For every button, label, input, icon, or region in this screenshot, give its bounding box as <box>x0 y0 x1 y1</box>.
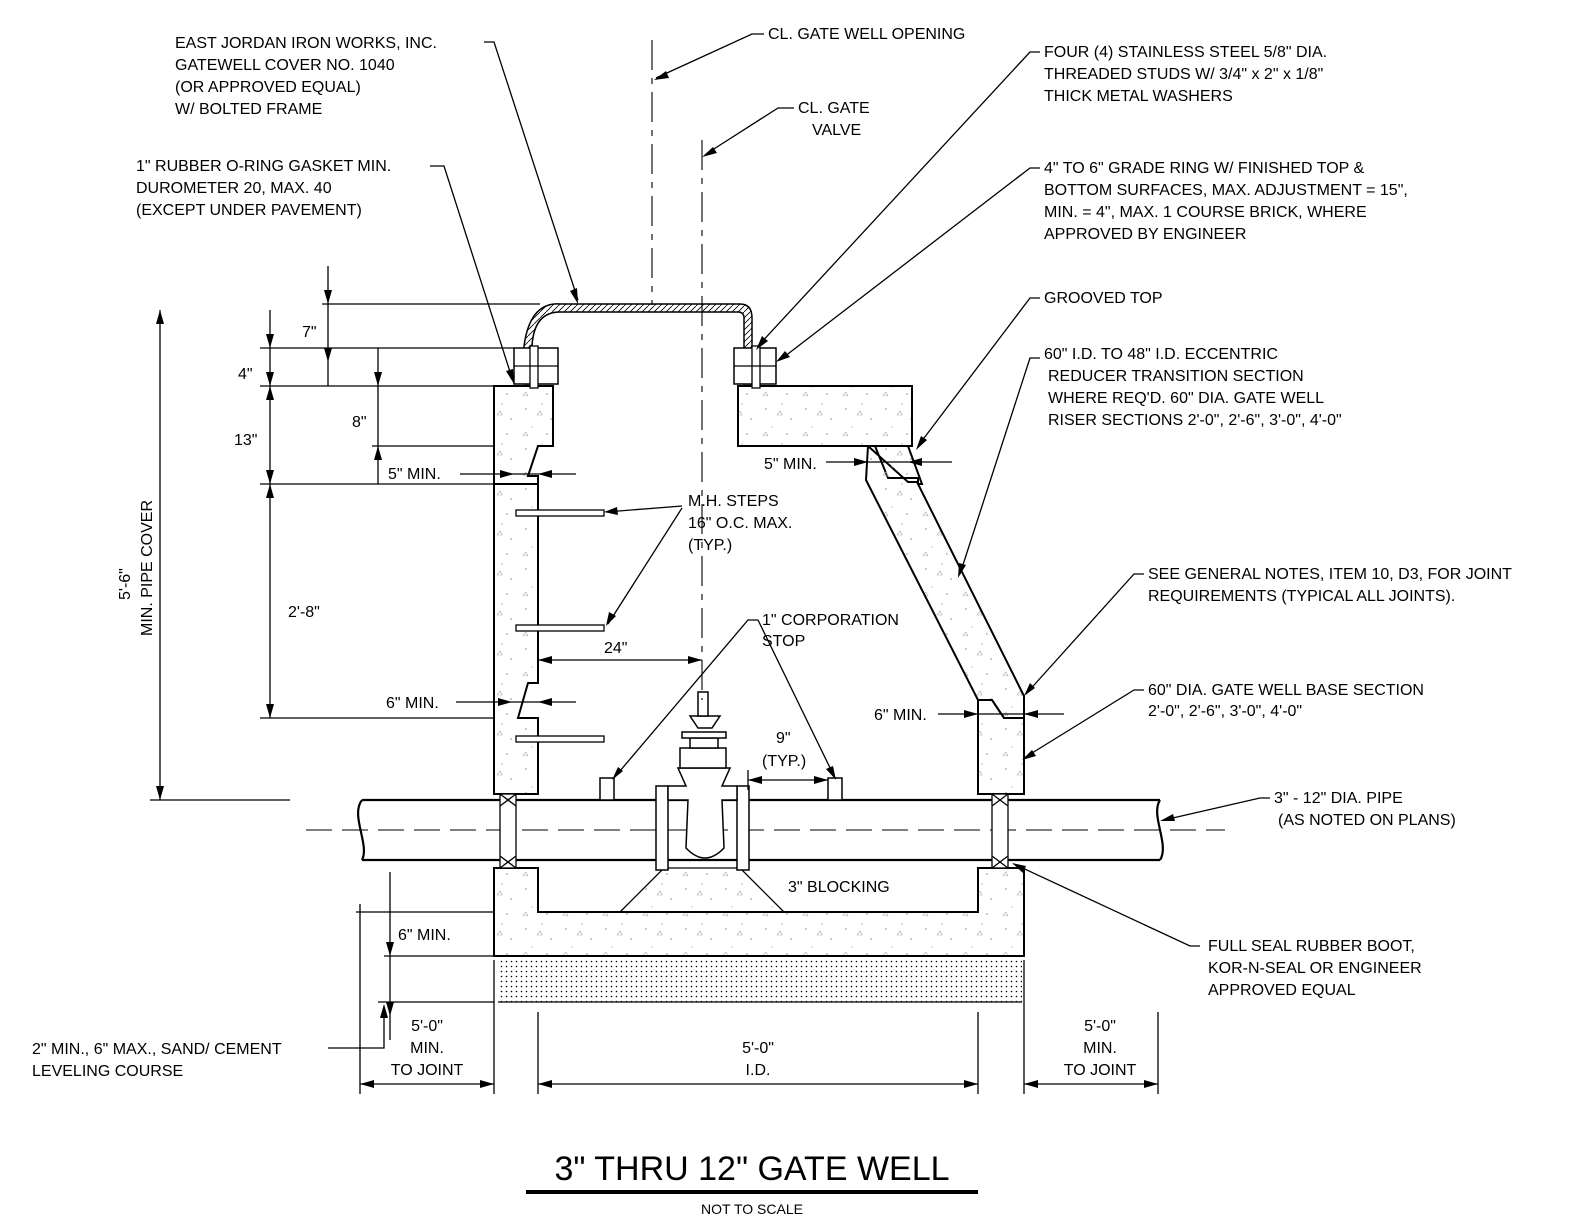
reducer-label-line-1: 60" I.D. TO 48" I.D. ECCENTRIC <box>1044 346 1278 363</box>
mh-steps <box>515 509 605 743</box>
dim-6-min-left: 6" MIN. <box>386 695 439 712</box>
reducer-label-line-4: RISER SECTIONS 2'-0", 2'-6", 3'-0", 4'-0… <box>1048 412 1342 429</box>
drawing-title: 3" THRU 12" GATE WELL <box>554 1150 949 1188</box>
grade-ring-label-line-1: 4" TO 6" GRADE RING W/ FINISHED TOP & <box>1044 160 1365 177</box>
dim-left-joint-line-3: TO JOINT <box>391 1062 464 1079</box>
boot-label-line-2: KOR-N-SEAL OR ENGINEER <box>1208 960 1422 977</box>
leveling-label-line-2: LEVELING COURSE <box>32 1063 183 1080</box>
studs-label-line-1: FOUR (4) STAINLESS STEEL 5/8" DIA. <box>1044 44 1327 61</box>
dim-24: 24" <box>604 640 627 657</box>
mh-step <box>515 624 605 632</box>
dim-8: 8" <box>352 414 367 431</box>
pipe-label-line-2: (AS NOTED ON PLANS) <box>1278 812 1456 829</box>
dim-left-joint-line-1: 5'-0" <box>411 1018 443 1035</box>
corporation-stop-left <box>599 777 615 801</box>
dim-left-joint-line-2: MIN. <box>410 1040 444 1057</box>
dim-6-min-base: 6" MIN. <box>398 927 451 944</box>
dim-4: 4" <box>238 366 253 383</box>
rubber-boot-left <box>499 793 517 869</box>
studs-label-line-2: THREADED STUDS W/ 3/4" x 2" x 1/8" <box>1044 66 1323 83</box>
dim-9: 9" <box>776 730 791 747</box>
base-section-label-line-1: 60" DIA. GATE WELL BASE SECTION <box>1148 682 1424 699</box>
right-lower-wall <box>977 699 1025 795</box>
cover-assembly <box>513 303 777 389</box>
pipe <box>306 793 1225 869</box>
dim-5-min-left: 5" MIN. <box>388 466 441 483</box>
dim-right-joint-line-3: TO JOINT <box>1064 1062 1137 1079</box>
cl-opening-label: CL. GATE WELL OPENING <box>768 26 965 43</box>
dim-6-min-right: 6" MIN. <box>874 707 927 724</box>
corporation-stop-right <box>827 777 843 801</box>
valve-flange-right <box>736 785 750 871</box>
dimension-lines <box>150 266 1159 1094</box>
title-block: 3" THRU 12" GATE WELL NOT TO SCALE <box>526 1150 978 1217</box>
joints-label-line-1: SEE GENERAL NOTES, ITEM 10, D3, FOR JOIN… <box>1148 566 1512 583</box>
dim-9-typ: (TYP.) <box>762 753 806 770</box>
cl-valve-label-line-1: CL. GATE <box>798 100 870 117</box>
cover-label-line-3: (OR APPROVED EQUAL) <box>175 79 361 96</box>
left-top-section <box>493 385 554 485</box>
valve-body <box>667 767 738 859</box>
dim-right-joint-line-2: MIN. <box>1083 1040 1117 1057</box>
mh-step <box>515 735 605 743</box>
pipe-label-line-1: 3" - 12" DIA. PIPE <box>1274 790 1403 807</box>
rubber-boot-right <box>991 793 1009 869</box>
steps-label-line-2: 16" O.C. MAX. <box>688 515 792 532</box>
studs-label-line-3: THICK METAL WASHERS <box>1044 88 1233 105</box>
gasket-label-line-2: DUROMETER 20, MAX. 40 <box>136 180 332 197</box>
corp-stop-label-line-1: 1" CORPORATION <box>762 612 899 629</box>
dim-2-8: 2'-8" <box>288 604 320 621</box>
eccentric-reducer-wall <box>864 445 1025 719</box>
left-wall <box>493 483 539 795</box>
grade-ring-label-line-4: APPROVED BY ENGINEER <box>1044 226 1246 243</box>
cover-label-line-1: EAST JORDAN IRON WORKS, INC. <box>175 35 437 52</box>
gasket-label-line-1: 1" RUBBER O-RING GASKET MIN. <box>136 158 391 175</box>
dim-5-min-right: 5" MIN. <box>764 456 817 473</box>
well-structure <box>493 385 1025 1003</box>
blocking-label: 3" BLOCKING <box>788 879 890 896</box>
dim-13: 13" <box>234 432 257 449</box>
grooved-top-label: GROOVED TOP <box>1044 290 1163 307</box>
reducer-label-line-2: REDUCER TRANSITION SECTION <box>1048 368 1304 385</box>
cover-label-line-4: W/ BOLTED FRAME <box>175 101 322 118</box>
gate-valve <box>599 691 843 871</box>
stud-left <box>529 345 539 389</box>
sand-leveling-course <box>498 958 1022 1002</box>
gasket-label-line-3: (EXCEPT UNDER PAVEMENT) <box>136 202 362 219</box>
valve-flange-left <box>655 785 669 871</box>
reducer-label-line-3: WHERE REQ'D. 60" DIA. GATE WELL <box>1048 390 1324 407</box>
pipe-cover-label-line-2: MIN. PIPE COVER <box>139 500 156 636</box>
boot-label-line-3: APPROVED EQUAL <box>1208 982 1356 999</box>
grade-ring-label-line-3: MIN. = 4", MAX. 1 COURSE BRICK, WHERE <box>1044 204 1367 221</box>
dim-id-line-1: 5'-0" <box>742 1040 774 1057</box>
pipe-cover-label-line-1: 5'-6" <box>117 568 134 600</box>
dim-id-line-2: I.D. <box>746 1062 771 1079</box>
annotation-labels: EAST JORDAN IRON WORKS, INC. GATEWELL CO… <box>32 26 1512 1080</box>
dim-7: 7" <box>302 324 317 341</box>
steps-label-line-3: (TYP.) <box>688 537 732 554</box>
leveling-label-line-1: 2" MIN., 6" MAX., SAND/ CEMENT <box>32 1041 282 1058</box>
grade-ring-label-line-2: BOTTOM SURFACES, MAX. ADJUSTMENT = 15", <box>1044 182 1408 199</box>
base-slab <box>493 867 1025 957</box>
dim-right-joint-line-1: 5'-0" <box>1084 1018 1116 1035</box>
mh-step <box>515 509 605 517</box>
base-section-label-line-2: 2'-0", 2'-6", 3'-0", 4'-0" <box>1148 703 1302 720</box>
cover-label-line-2: GATEWELL COVER NO. 1040 <box>175 57 395 74</box>
corp-stop-label-line-2: STOP <box>762 633 805 650</box>
drawing-subtitle: NOT TO SCALE <box>701 1201 803 1217</box>
boot-label-line-1: FULL SEAL RUBBER BOOT, <box>1208 938 1415 955</box>
cl-valve-label-line-2: VALVE <box>812 122 861 139</box>
stud-right <box>751 345 761 389</box>
joints-label-line-2: REQUIREMENTS (TYPICAL ALL JOINTS). <box>1148 588 1455 605</box>
blocking <box>619 867 785 913</box>
leader-lines <box>328 33 1270 1049</box>
dimension-labels: 7" 4" 8" 13" 5" MIN. 2'-8" 24" 6" MIN. 5… <box>234 324 1137 1079</box>
steps-label-line-1: M.H. STEPS <box>688 493 779 510</box>
